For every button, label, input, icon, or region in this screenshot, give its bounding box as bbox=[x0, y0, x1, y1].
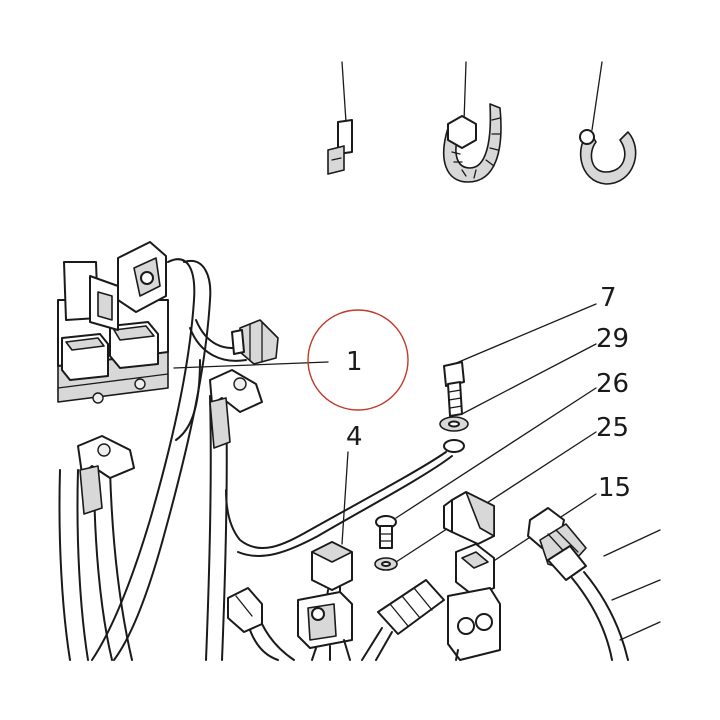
terminal-pin-part bbox=[327, 61, 353, 175]
connector-cap bbox=[443, 491, 495, 545]
cable-tie-part bbox=[443, 61, 502, 183]
sensor-connector bbox=[527, 507, 629, 661]
callout-1: 1 bbox=[346, 347, 363, 377]
callout-7: 7 bbox=[600, 283, 617, 313]
callout-26: 26 bbox=[596, 369, 629, 399]
engine-block-outline bbox=[603, 529, 661, 641]
leader-1 bbox=[173, 361, 329, 369]
plug-connector bbox=[227, 587, 295, 661]
callout-29: 29 bbox=[596, 324, 629, 354]
wiring-harness bbox=[58, 258, 247, 661]
flat-washer-part bbox=[374, 557, 398, 571]
lock-washer-part bbox=[439, 416, 469, 432]
leader-26 bbox=[395, 387, 597, 519]
leader-29 bbox=[461, 343, 597, 415]
leader-25 bbox=[395, 431, 597, 563]
fuse-holder-part bbox=[447, 543, 501, 661]
leader-4 bbox=[341, 451, 349, 545]
callout-15: 15 bbox=[598, 473, 631, 503]
callout-4: 4 bbox=[346, 422, 363, 452]
multi-pin-connector bbox=[361, 579, 445, 661]
callout-25: 25 bbox=[596, 413, 629, 443]
highlight-circle bbox=[307, 309, 409, 411]
relay-part bbox=[311, 541, 353, 605]
round-connector bbox=[231, 319, 279, 365]
bolt-part bbox=[443, 361, 465, 417]
relay-box-assembly bbox=[57, 241, 169, 404]
leader-7 bbox=[453, 303, 597, 365]
cable-lug-lower bbox=[77, 435, 135, 515]
screw-part bbox=[375, 515, 397, 549]
ground-wire bbox=[225, 439, 465, 557]
relay-socket bbox=[297, 591, 353, 661]
cable-lug-upper bbox=[209, 369, 263, 449]
clip-ring-part bbox=[579, 61, 637, 185]
